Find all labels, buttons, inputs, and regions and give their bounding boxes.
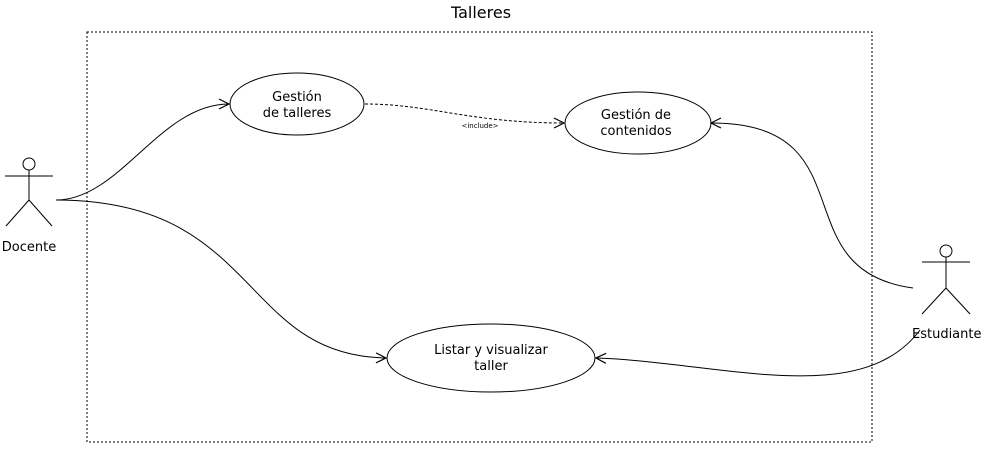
association-estudiante-listar[interactable] (596, 329, 921, 377)
use-case-listar-visualizar[interactable]: Listar y visualizar taller (386, 323, 596, 393)
system-title: Talleres (450, 3, 511, 22)
association-docente-gestion-talleres[interactable] (55, 104, 229, 201)
actor-docente[interactable]: Docente (2, 157, 56, 255)
actor-estudiante[interactable]: Estudiante (912, 244, 982, 342)
use-case-label-line1: Gestión (272, 90, 322, 105)
system-boundary (86, 31, 873, 443)
actor-estudiante-label: Estudiante (912, 327, 982, 342)
use-case-label-line2: contenidos (600, 124, 671, 139)
use-case-label-line1: Gestión de (601, 108, 671, 123)
include-label: <include> (461, 122, 498, 130)
use-case-label-line1: Listar y visualizar (434, 343, 548, 358)
actor-head (939, 244, 953, 258)
use-case-gestion-talleres[interactable]: Gestión de talleres (229, 72, 365, 136)
association-docente-listar[interactable] (55, 199, 386, 358)
use-case-gestion-contenidos[interactable]: Gestión de contenidos (564, 91, 712, 155)
include-relation[interactable] (364, 103, 564, 123)
use-case-label-line2: de talleres (263, 106, 332, 121)
association-estudiante-gestion-contenidos[interactable] (711, 123, 914, 289)
use-case-label-line2: taller (474, 359, 508, 374)
actor-docente-label: Docente (2, 240, 56, 255)
actor-head (22, 157, 36, 171)
